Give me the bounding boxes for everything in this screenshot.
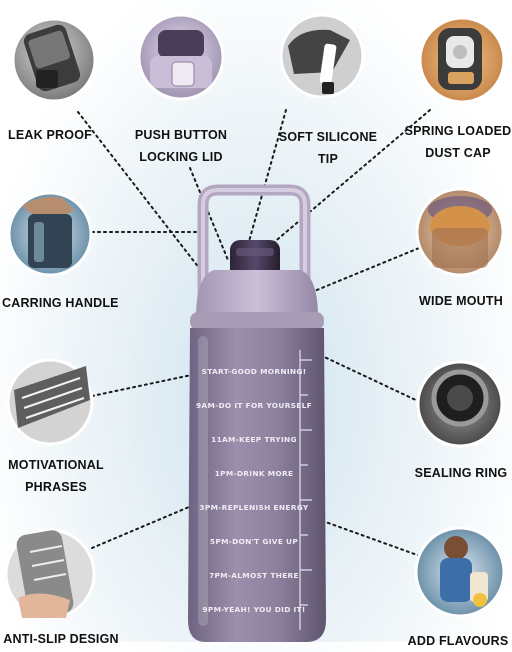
label-leak-proof: LEAK PROOF [4,124,96,146]
sealing-ring-image [416,360,504,448]
leader-lines [77,109,431,557]
label-line: WIDE MOUTH [419,294,503,308]
bottle-phrases: START-GOOD MORNING! 9AM-DO IT FOR YOURSEL… [196,367,312,614]
label-line: SOFT SILICONE [278,130,378,144]
label-line: LOCKING LID [139,150,223,164]
carrying-handle-image [7,191,93,277]
label-sealing-ring: SEALING RING [412,462,510,484]
label-dust-cap: SPRING LOADED DUST CAP [404,120,512,164]
bottle-phrase: 11AM-KEEP TRYING [211,435,297,444]
add-flavours-image [414,526,506,618]
leak-proof-image [11,17,97,103]
label-line: CARRING HANDLE [2,296,119,310]
label-line: DUST CAP [425,146,491,160]
feature-circles [4,13,506,620]
wide-mouth-image [415,187,505,277]
label-line: SPRING LOADED [404,124,512,138]
dust-cap-image [418,16,506,104]
label-anti-slip: ANTI-SLIP DESIGN [2,628,120,650]
silicone-tip-image [279,13,365,99]
label-push-button: PUSH BUTTON LOCKING LID [128,124,234,168]
label-line: TIP [317,152,339,166]
label-handle: CARRING HANDLE [2,292,119,314]
bottle-phrase: 5PM-DON'T GIVE UP [210,537,298,546]
water-bottle-illustration: START-GOOD MORNING! 9AM-DO IT FOR YOURSEL… [188,184,326,642]
label-line: SEALING RING [414,466,508,480]
bottle-phrase: 1PM-DRINK MORE [215,469,294,478]
label-line: PHRASES [25,480,87,494]
label-line: ADD FLAVOURS [407,634,509,648]
label-line: PUSH BUTTON [134,128,228,142]
label-flavours: ADD FLAVOURS [406,630,510,652]
bottle-phrase: 3PM-REPLENISH ENERGY [199,503,308,512]
bottle-phrase: START-GOOD MORNING! [202,367,307,376]
label-silicone-tip: SOFT SILICONE TIP [272,126,384,170]
motivational-phrases-image [6,358,94,446]
label-line: MOTIVATIONAL [8,458,104,472]
label-phrases: MOTIVATIONAL PHRASES [4,454,108,498]
label-line: ANTI-SLIP DESIGN [3,632,119,646]
push-button-image [137,13,225,101]
bottle-phrase: 7PM-ALMOST THERE [209,571,299,580]
bottle-phrase: 9PM-YEAH! YOU DID IT! [202,605,305,614]
label-line: LEAK PROOF [8,128,92,142]
anti-slip-image [4,528,96,620]
bottle-phrase: 9AM-DO IT FOR YOURSELF [196,401,312,410]
label-wide-mouth: WIDE MOUTH [414,290,508,312]
